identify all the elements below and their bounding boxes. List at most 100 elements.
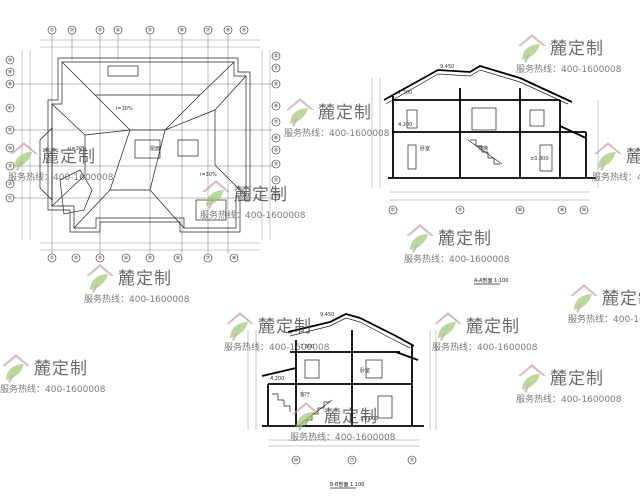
svg-text:9.450: 9.450 — [320, 312, 334, 318]
grid-label: ② — [74, 256, 79, 262]
section-bb-caption: B-B剖面 1:100 — [330, 481, 365, 488]
watermark-brand: 麓定制 — [466, 317, 520, 337]
brand-logo-icon — [406, 224, 434, 253]
brand-logo-icon — [10, 142, 38, 171]
svg-text:卧室: 卧室 — [360, 367, 370, 374]
plan-right-grid-labels: ⑫ ⑪ ⑨ ⑧ ⑦ ⑥ ④ ③ ② ① — [271, 51, 281, 201]
svg-text:9.450: 9.450 — [440, 64, 454, 70]
grid-label: ⑦ — [206, 28, 211, 34]
grid-label: ① — [50, 256, 55, 262]
watermark-hotline: 服务热线：400-1600008 — [290, 431, 396, 443]
watermark-layer: 麓定制服务热线：400-1600008麓定制服务热线：400-1600008麓定… — [0, 34, 640, 443]
svg-text:i=30%: i=30% — [116, 106, 133, 112]
brand-logo-icon — [86, 264, 114, 293]
watermark-hotline: 服务热线：400-1600008 — [224, 341, 330, 353]
watermark-hotline: 服务热线：400-1600008 — [432, 341, 538, 353]
svg-text:7.300: 7.300 — [300, 344, 314, 350]
svg-text:4.200: 4.200 — [270, 376, 284, 382]
grid-label: ⑨ — [274, 82, 278, 88]
brand-logo-icon — [226, 312, 254, 341]
axis-label: ⑩ — [294, 458, 299, 464]
section-aa-axis-labels: ① ③ ⑥ ⑧ ⑨ — [388, 205, 589, 215]
grid-label: ⑨ — [242, 28, 246, 34]
axis-label: ⑨ — [582, 208, 586, 214]
section-aa-caption: A-A剖面 1:100 — [474, 277, 508, 284]
grid-label: ⑤ — [148, 256, 152, 262]
grid-label: ⑥ — [180, 28, 185, 34]
plan-bottom-grid-labels: ① ② ③ ④ ⑤ ⑥ ⑦ ⑧ — [47, 253, 239, 263]
grid-label: ⑤ — [8, 128, 12, 134]
grid-label: ⑧ — [274, 104, 279, 110]
watermark-brand: 麓定制 — [438, 229, 492, 249]
watermark-hotline: 服务热线：400-1600008 — [84, 293, 190, 305]
watermark-hotline: 服务热线：400-1600008 — [0, 383, 106, 395]
svg-text:屋面: 屋面 — [150, 146, 160, 152]
grid-label: ⑨ — [8, 70, 12, 76]
axis-label: ① — [391, 208, 396, 214]
axis-label: ⑧ — [560, 208, 565, 214]
svg-text:7.300: 7.300 — [398, 90, 412, 96]
watermark-brand: 麓定制 — [550, 369, 604, 389]
brand-logo-icon — [518, 364, 546, 393]
watermark-brand: 麓定制 — [258, 317, 312, 337]
svg-text:客厅: 客厅 — [300, 391, 310, 398]
watermark-brand: 麓定制 — [34, 359, 88, 379]
watermark-hotline: 服务热线：400-1600008 — [516, 63, 622, 75]
watermark-brand: 麓定制 — [318, 103, 372, 123]
brand-logo-icon — [202, 180, 230, 209]
grid-label: ⑥ — [8, 106, 13, 112]
watermark-brand: 麓定制 — [42, 147, 96, 167]
brand-logo-icon — [2, 354, 30, 383]
brand-logo-icon — [594, 142, 622, 171]
svg-text:楼梯: 楼梯 — [478, 145, 488, 152]
watermark-brand: 麓定制 — [602, 289, 640, 309]
grid-label: ④ — [274, 148, 279, 154]
svg-text:±0.000: ±0.000 — [360, 416, 379, 422]
brand-logo-icon — [434, 312, 462, 341]
brand-logo-icon — [292, 402, 320, 431]
grid-label: ⑩ — [8, 58, 13, 64]
brand-logo-icon — [518, 34, 546, 63]
grid-label: ① — [274, 194, 279, 200]
brand-logo-icon — [286, 98, 314, 127]
watermark-hotline: 服务热线：400-1600008 — [404, 253, 510, 265]
grid-label: ⑧ — [226, 28, 231, 34]
watermark-brand: 麓定制 — [118, 269, 172, 289]
watermark-hotline: 服务热线：400-1600008 — [568, 313, 640, 325]
grid-label: ⑥ — [176, 256, 181, 262]
grid-label: ⑪ — [273, 65, 278, 72]
grid-label: ④ — [8, 146, 13, 152]
grid-label: ⑧ — [8, 82, 13, 88]
grid-label: ④ — [124, 256, 129, 262]
svg-text:i=30%: i=30% — [200, 172, 217, 178]
grid-label: ③ — [98, 28, 102, 34]
watermark-hotline: 服务热线：400-1600008 — [200, 209, 306, 221]
brand-logo-icon — [570, 284, 598, 313]
grid-label: ⑥ — [274, 136, 279, 142]
grid-label: ② — [70, 28, 75, 34]
grid-label: ④ — [116, 28, 121, 34]
axis-label: ③ — [458, 208, 462, 214]
grid-label: ③ — [98, 256, 102, 262]
svg-text:i=30%: i=30% — [70, 146, 87, 152]
grid-label: ⑫ — [273, 53, 278, 60]
section-bb-axis-labels: ⑩ ⑦ ⑤ — [291, 455, 417, 465]
svg-text:±0.000: ±0.000 — [530, 156, 549, 162]
grid-label: ① — [50, 28, 55, 34]
watermark-brand: 麓定制 — [626, 147, 640, 167]
watermark-hotline: 服务热线：400-1600008 — [516, 393, 622, 405]
roof-plan: ① ② ③ ④ ⑤ ⑥ ⑦ ⑧ ⑨ ⑩ ⑨ ⑧ ⑥ ⑤ ④ ③ ② ① ⑫ ⑪ … — [5, 25, 281, 263]
